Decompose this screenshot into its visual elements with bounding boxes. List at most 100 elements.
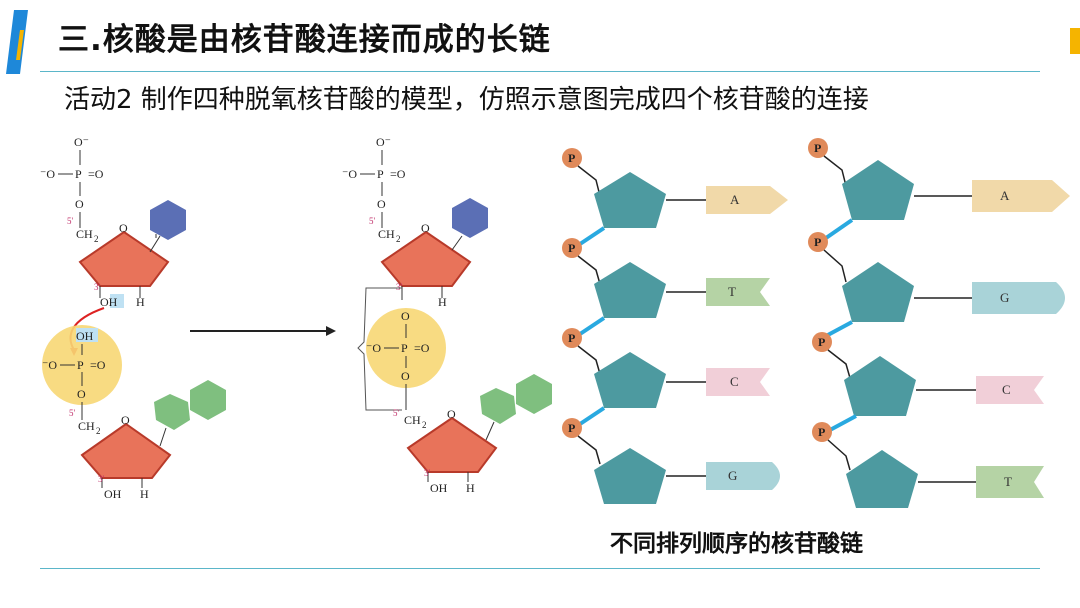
base-label: A xyxy=(730,192,740,207)
chem-label: OH xyxy=(100,295,118,309)
chem-label: P xyxy=(401,341,408,355)
phosphate-ball xyxy=(562,148,582,168)
chem-label: =O xyxy=(414,341,430,355)
chem-label: OH xyxy=(104,487,122,501)
chem-label: OH xyxy=(430,481,448,495)
prime-label: 5' xyxy=(67,216,74,226)
phosphate-ball xyxy=(562,328,582,348)
chem-label: O xyxy=(401,369,410,383)
prime-label: 5' xyxy=(393,408,400,418)
slide-title: 三.核酸是由核苷酸连接而成的长链 xyxy=(58,22,551,58)
title-divider xyxy=(40,71,1040,72)
chem-label: O xyxy=(421,221,430,235)
base-label: G xyxy=(1000,290,1009,305)
phosphate-label: P xyxy=(814,235,821,249)
chem-label: OH xyxy=(76,329,94,343)
base-tag xyxy=(972,282,1065,314)
deoxyribose-sugar xyxy=(78,230,170,287)
base-tag xyxy=(706,462,780,490)
prime-label: 5' xyxy=(69,408,76,418)
deoxyribose-pentagon xyxy=(594,172,666,228)
phosphate-ball xyxy=(812,422,832,442)
chem-label: O xyxy=(121,413,130,427)
base-tag xyxy=(706,368,770,396)
chem-label: =O xyxy=(390,167,406,181)
chem-label: ⁻O xyxy=(42,358,57,372)
base-tag xyxy=(972,180,1070,212)
base-label: C xyxy=(1002,382,1011,397)
phosphate-label: P xyxy=(568,241,575,255)
chem-label: ⁻O xyxy=(366,341,381,355)
chem-label: =O xyxy=(88,167,104,181)
phosphate-ball xyxy=(808,232,828,252)
phosphate-ball xyxy=(562,238,582,258)
chain-left: P A P T P C P G xyxy=(562,148,788,504)
prime-label: 3' xyxy=(396,282,403,292)
deoxyribose-pentagon xyxy=(594,448,666,504)
bottom-divider xyxy=(40,568,1040,569)
deoxyribose-pentagon xyxy=(594,262,666,318)
chem-label: 2 xyxy=(94,234,99,244)
left-nucleotides: O⁻ ⁻O P =O O 5' CH 2 O 3' OH H OH ⁻O P xyxy=(40,135,226,501)
deoxyribose-sugar xyxy=(380,230,472,287)
pyrimidine-base xyxy=(150,200,186,240)
chem-label: ⁻O xyxy=(40,167,55,181)
phosphate-label: P xyxy=(818,335,825,349)
chem-label: P xyxy=(75,167,82,181)
chem-label: CH xyxy=(378,227,395,241)
phosphate-label: P xyxy=(568,421,575,435)
chem-label: O xyxy=(377,197,386,211)
chem-label: P xyxy=(377,167,384,181)
chem-label: CH xyxy=(78,419,95,433)
phosphate-ball xyxy=(812,332,832,352)
chem-label: H xyxy=(466,481,475,495)
chem-label: H xyxy=(140,487,149,501)
phosphate-group xyxy=(366,308,446,388)
base-label: A xyxy=(1000,188,1010,203)
phosphate-ball xyxy=(562,418,582,438)
deoxyribose-pentagon xyxy=(844,356,916,416)
base-label: G xyxy=(728,468,737,483)
chain-caption: 不同排列顺序的核苷酸链 xyxy=(610,531,863,557)
chem-label: 2 xyxy=(96,426,101,436)
deoxyribose-sugar xyxy=(406,416,498,473)
chem-label: CH xyxy=(76,227,93,241)
phosphate-label: P xyxy=(814,141,821,155)
chem-label: H xyxy=(438,295,447,309)
deoxyribose-pentagon xyxy=(842,160,914,220)
chem-label: O xyxy=(75,197,84,211)
title-accent-marker xyxy=(1070,28,1080,54)
chem-label: O⁻ xyxy=(376,135,391,149)
purine-base xyxy=(154,380,226,430)
chem-label: CH xyxy=(404,413,421,427)
prime-label: 3' xyxy=(94,282,101,292)
base-label: T xyxy=(728,284,736,299)
chem-label: 2 xyxy=(396,234,401,244)
base-label: T xyxy=(1004,474,1012,489)
prime-label: 5' xyxy=(369,216,376,226)
phosphate-label: P xyxy=(568,151,575,165)
purine-base xyxy=(480,374,552,424)
deoxyribose-pentagon xyxy=(846,450,918,508)
prime-label: 3' xyxy=(98,474,105,484)
phosphate-label: P xyxy=(818,425,825,439)
chem-label: O⁻ xyxy=(74,135,89,149)
phosphate-group xyxy=(42,325,122,405)
deoxyribose-sugar xyxy=(80,422,172,479)
chem-label: 2 xyxy=(422,420,427,430)
activity-instruction: 活动2 制作四种脱氧核苷酸的模型，仿照示意图完成四个核苷酸的连接 xyxy=(64,85,869,115)
base-tag xyxy=(706,186,788,214)
chem-label: O xyxy=(401,309,410,323)
chem-label: P xyxy=(77,358,84,372)
phosphate-ball xyxy=(808,138,828,158)
chem-label: ⁻O xyxy=(342,167,357,181)
chem-label: =O xyxy=(90,358,106,372)
title-accent-bar xyxy=(6,10,28,74)
pyrimidine-base xyxy=(452,198,488,238)
base-label: C xyxy=(730,374,739,389)
base-tag xyxy=(706,278,770,306)
phosphate-label: P xyxy=(568,331,575,345)
chain-right: P A P G P C P T xyxy=(808,138,1070,508)
chem-label: O xyxy=(77,387,86,401)
